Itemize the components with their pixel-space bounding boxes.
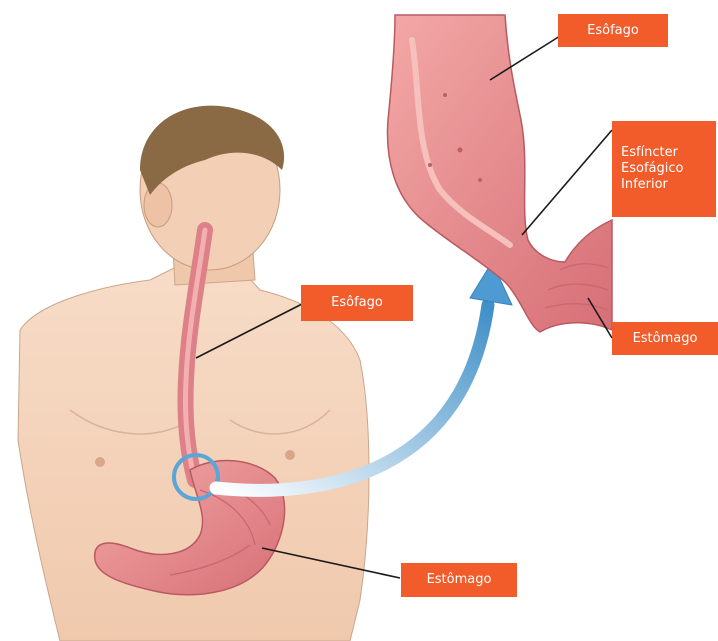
label-esophagus-body: Esôfago [301, 285, 413, 321]
label-sphincter: Esfíncter Esofágico Inferior [612, 121, 716, 217]
label-stomach-top: Estômago [612, 322, 718, 355]
label-esophagus-top: Esôfago [558, 14, 668, 47]
right-nipple [285, 450, 295, 460]
leader-sphincter [522, 130, 612, 235]
label-stomach-body: Estômago [401, 563, 517, 597]
left-nipple [95, 457, 105, 467]
